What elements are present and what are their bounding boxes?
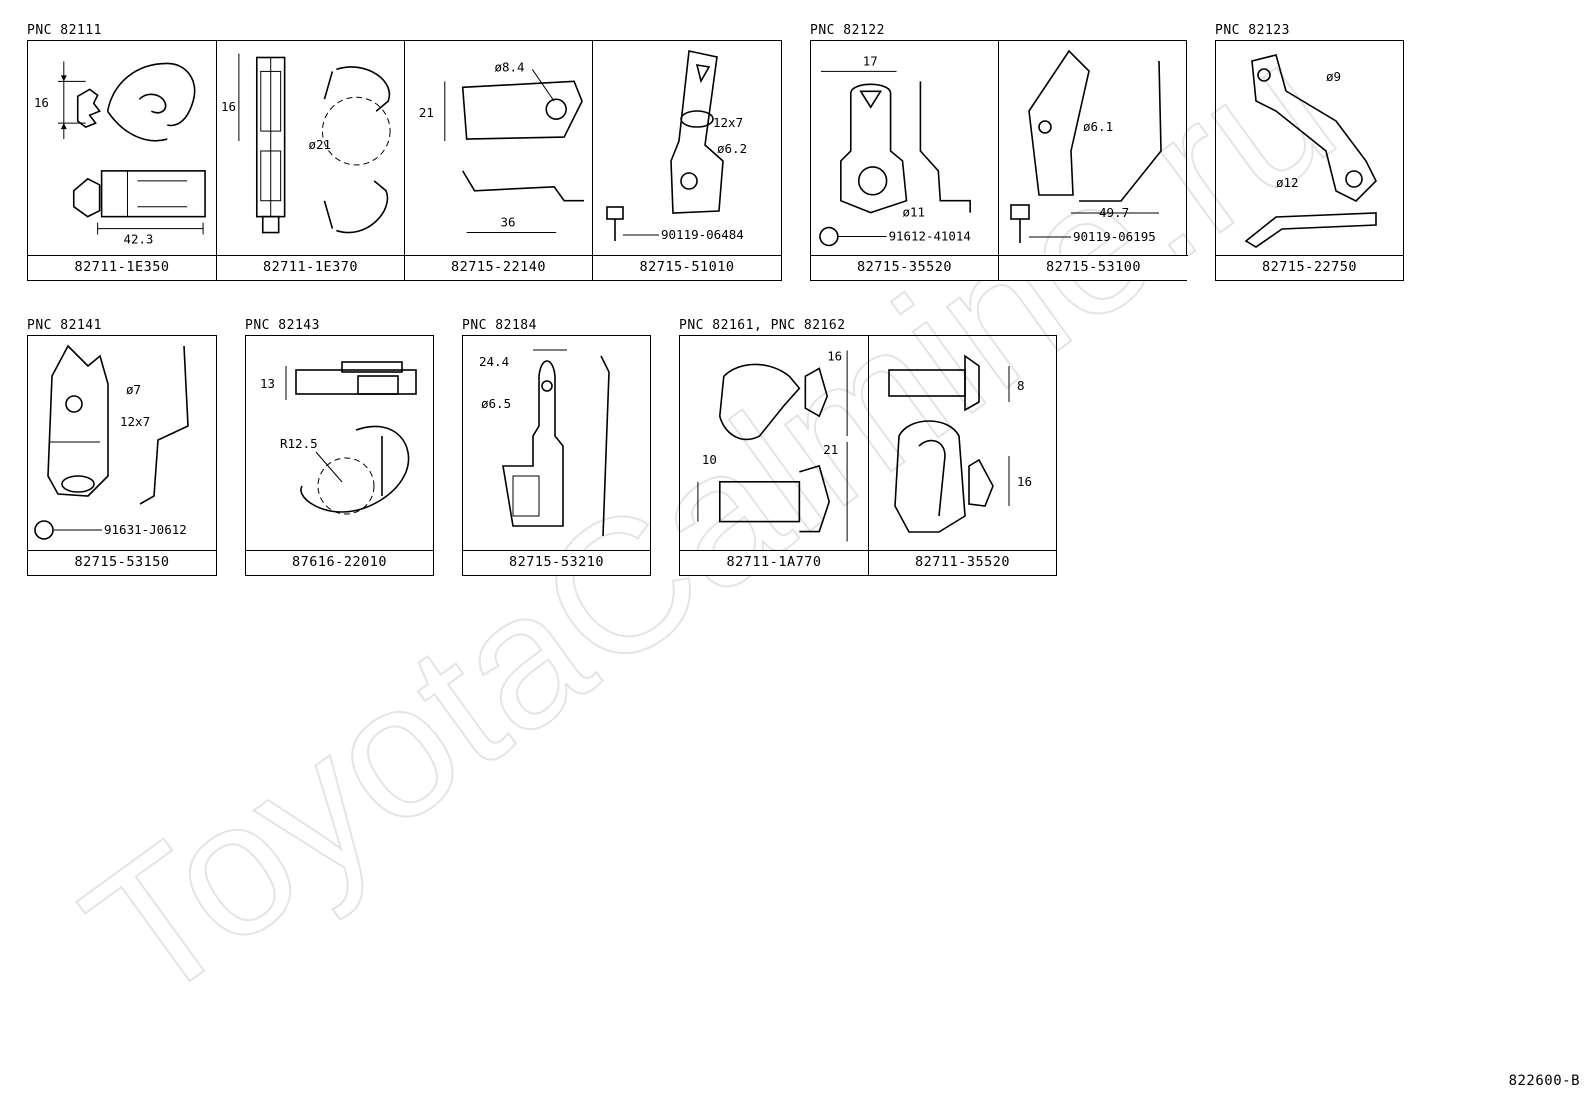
bracket-drawing: 17 ø11 91612-41014 xyxy=(819,53,971,247)
part-number[interactable]: 82715-22140 xyxy=(405,255,592,280)
dim-b: 10 xyxy=(702,452,717,467)
dim-b: 12x7 xyxy=(120,414,150,429)
group-panel-82184: 24.4 ø6.5 82715-53210 xyxy=(462,335,651,576)
part-number[interactable]: 82711-35520 xyxy=(869,550,1056,575)
dim-e: 21 xyxy=(419,105,434,120)
dim-e: 16 xyxy=(1017,474,1032,489)
group-label-82184: PNC 82184 xyxy=(462,318,537,333)
dim-a: 17 xyxy=(863,53,878,68)
dim-b: ø6.5 xyxy=(481,396,511,411)
dim-b: ø12 xyxy=(1276,175,1299,190)
dim-f: 90119-06195 xyxy=(1073,229,1156,244)
group-label-82143: PNC 82143 xyxy=(245,318,320,333)
dim-i: ø6.2 xyxy=(717,141,747,156)
group-panel-82141: ø7 12x7 91631-J0612 82715-53150 xyxy=(27,335,217,576)
part-number[interactable]: 87616-22010 xyxy=(246,550,433,575)
group-panel-82161-82162: 16 10 21 82711-1A770 8 16 82711-35520 xyxy=(679,335,1057,576)
dim-c: 21 xyxy=(823,442,838,457)
part-cell-82715-53100[interactable]: ø6.1 49.7 90119-06195 82715-53100 xyxy=(999,41,1188,280)
dim-g: 36 xyxy=(500,215,515,230)
part-number[interactable]: 82715-51010 xyxy=(593,255,781,280)
part-cell-82715-53210[interactable]: 24.4 ø6.5 82715-53210 xyxy=(463,336,650,575)
dim-e: 49.7 xyxy=(1099,205,1129,220)
part-cell-82711-35520[interactable]: 8 16 82711-35520 xyxy=(869,336,1056,575)
part-number[interactable]: 82711-1A770 xyxy=(680,550,868,575)
dim-j: 90119-06484 xyxy=(661,227,744,242)
part-number[interactable]: 82711-1E350 xyxy=(28,255,216,280)
group-panel-82122: 17 ø11 91612-41014 82715-35520 ø6.1 49.7… xyxy=(810,40,1188,281)
dim-d: ø21 xyxy=(309,137,331,152)
part-number[interactable]: 82715-35520 xyxy=(811,255,998,280)
group-label-82123: PNC 82123 xyxy=(1215,23,1290,38)
clip-drawing: 16 ø21 xyxy=(221,53,391,234)
bracket-drawing: 21 ø8.4 36 xyxy=(419,59,585,234)
clip-drawing: 8 16 xyxy=(888,354,1032,533)
part-number[interactable]: 82715-53210 xyxy=(463,550,650,575)
bracket-drawing: 12x7 ø6.2 90119-06484 xyxy=(606,50,747,242)
part-cell-82711-1E370[interactable]: 16 ø21 82711-1E370 xyxy=(217,41,405,280)
dim-b: ø11 xyxy=(903,205,925,220)
dim-f: ø8.4 xyxy=(495,59,525,74)
dim-a: 24.4 xyxy=(479,354,509,369)
dim-d: ø6.1 xyxy=(1083,119,1113,134)
group-label-82111: PNC 82111 xyxy=(27,23,102,38)
group-label-82141: PNC 82141 xyxy=(27,318,102,333)
group-panel-82143: 13 R12.5 87616-22010 xyxy=(245,335,434,576)
part-cell-82715-22750[interactable]: ø9 ø12 82715-22750 xyxy=(1216,41,1403,280)
dim-b: R12.5 xyxy=(280,436,318,451)
dim-a: 16 xyxy=(34,95,49,110)
part-cell-82711-1E350[interactable]: 16 42.3 82711-1E350 xyxy=(28,41,217,280)
part-number[interactable]: 82711-1E370 xyxy=(217,255,404,280)
dim-c: 16 xyxy=(221,99,236,114)
part-cell-82715-35520[interactable]: 17 ø11 91612-41014 82715-35520 xyxy=(811,41,999,280)
clamp-drawing: 13 R12.5 xyxy=(260,361,417,515)
part-cell-82711-1A770[interactable]: 16 10 21 82711-1A770 xyxy=(680,336,869,575)
part-cell-82715-53150[interactable]: ø7 12x7 91631-J0612 82715-53150 xyxy=(28,336,216,575)
bracket-drawing: ø7 12x7 91631-J0612 xyxy=(34,344,189,540)
dim-a: ø7 xyxy=(126,382,141,397)
part-cell-82715-51010[interactable]: 12x7 ø6.2 90119-06484 82715-51010 xyxy=(593,41,781,280)
clip-drawing: 16 10 21 xyxy=(697,348,848,542)
dim-a: 16 xyxy=(827,348,842,363)
dim-a: ø9 xyxy=(1326,69,1341,84)
dim-d: 8 xyxy=(1017,378,1025,393)
dim-c: 91631-J0612 xyxy=(104,522,187,537)
part-cell-87616-22010[interactable]: 13 R12.5 87616-22010 xyxy=(246,336,433,575)
dim-c: 91612-41014 xyxy=(889,229,971,244)
dim-b: 42.3 xyxy=(123,231,153,246)
group-panel-82111: 16 42.3 82711-1E350 16 xyxy=(27,40,782,281)
part-number[interactable]: 82715-53100 xyxy=(999,255,1188,280)
clip-drawing: 16 42.3 xyxy=(34,61,206,246)
part-cell-82715-22140[interactable]: 21 ø8.4 36 82715-22140 xyxy=(405,41,593,280)
diagram-reference: 822600-B xyxy=(1508,1073,1580,1089)
part-number[interactable]: 82715-22750 xyxy=(1216,255,1403,280)
group-panel-82123: ø9 ø12 82715-22750 xyxy=(1215,40,1404,281)
bracket-drawing: ø6.1 49.7 90119-06195 xyxy=(1010,49,1162,244)
bracket-drawing: ø9 ø12 xyxy=(1244,54,1377,248)
part-number[interactable]: 82715-53150 xyxy=(28,550,216,575)
group-label-82161-82162: PNC 82161, PNC 82162 xyxy=(679,318,846,333)
group-label-82122: PNC 82122 xyxy=(810,23,885,38)
dim-h: 12x7 xyxy=(713,115,743,130)
dim-a: 13 xyxy=(260,376,275,391)
bracket-drawing: 24.4 ø6.5 xyxy=(479,349,610,537)
